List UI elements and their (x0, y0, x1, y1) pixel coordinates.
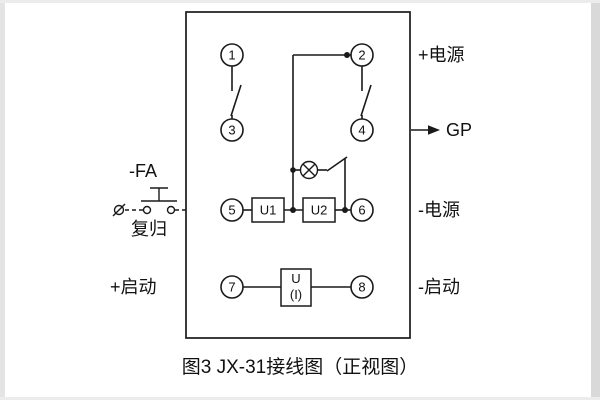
wires (230, 54, 372, 288)
button-contact-a (142, 205, 152, 215)
junction-dot (290, 167, 296, 173)
terminal-circle (220, 198, 244, 222)
lamp-cross-2 (302, 163, 316, 177)
gp-arrow-head (428, 125, 440, 135)
terminal-circle (350, 198, 374, 222)
label-start-minus: -启动 (418, 277, 460, 297)
component-u2: U2 (302, 197, 336, 223)
u1-box (251, 197, 285, 223)
terminal-3: 3 (220, 118, 244, 142)
terminal-circle (220, 118, 244, 142)
u2-label: U2 (311, 203, 328, 218)
terminal-number: 4 (358, 123, 365, 138)
reset-button-icon (112, 187, 186, 217)
label-power-plus: +电源 (418, 45, 465, 65)
ui-label-line1: U (291, 271, 300, 286)
ui-label-line2: (I) (290, 287, 302, 302)
contact-blade-lamp (326, 156, 348, 172)
terminal-number: 2 (358, 48, 365, 63)
label-reset: 复归 (131, 219, 167, 239)
terminal-number: 1 (228, 48, 235, 63)
terminal-circle (350, 43, 374, 67)
terminal-number: 6 (358, 203, 365, 218)
external-stud-slash (112, 203, 126, 217)
terminal-2: 2 (350, 43, 374, 67)
terminal-6: 6 (350, 198, 374, 222)
terminal-circle (220, 43, 244, 67)
button-contact-b (166, 205, 176, 215)
junction-dots (290, 52, 350, 213)
junction-dot (344, 52, 350, 58)
terminal-circle (350, 275, 374, 299)
contact-blade-2-4 (360, 84, 372, 117)
gp-arrow-icon (411, 125, 440, 135)
terminal-4: 4 (350, 118, 374, 142)
terminal-number: 8 (358, 280, 365, 295)
terminal-circle (220, 275, 244, 299)
figure-caption: 图3 JX-31接线图（正视图） (182, 356, 418, 378)
component-ui: U (I) (280, 268, 312, 307)
u1-label: U1 (260, 203, 277, 218)
junction-dot (342, 207, 348, 213)
terminal-number: 7 (228, 280, 235, 295)
u2-box (302, 197, 336, 223)
lamp-icon (299, 160, 319, 180)
lamp-circle (299, 160, 319, 180)
junction-dot (290, 207, 296, 213)
label-gp: GP (446, 120, 472, 140)
component-u1: U1 (251, 197, 285, 223)
label-fa: -FA (129, 161, 157, 181)
label-power-minus: -电源 (418, 200, 460, 220)
terminal-1: 1 (220, 43, 244, 67)
contact-blade-1-3 (230, 84, 242, 117)
terminal-number: 3 (228, 123, 235, 138)
terminal-8: 8 (350, 275, 374, 299)
terminal-7: 7 (220, 275, 244, 299)
terminal-number: 5 (228, 203, 235, 218)
terminal-5: 5 (220, 198, 244, 222)
ui-box (280, 268, 312, 307)
label-start-plus: +启动 (110, 277, 157, 297)
terminal-circle (350, 118, 374, 142)
